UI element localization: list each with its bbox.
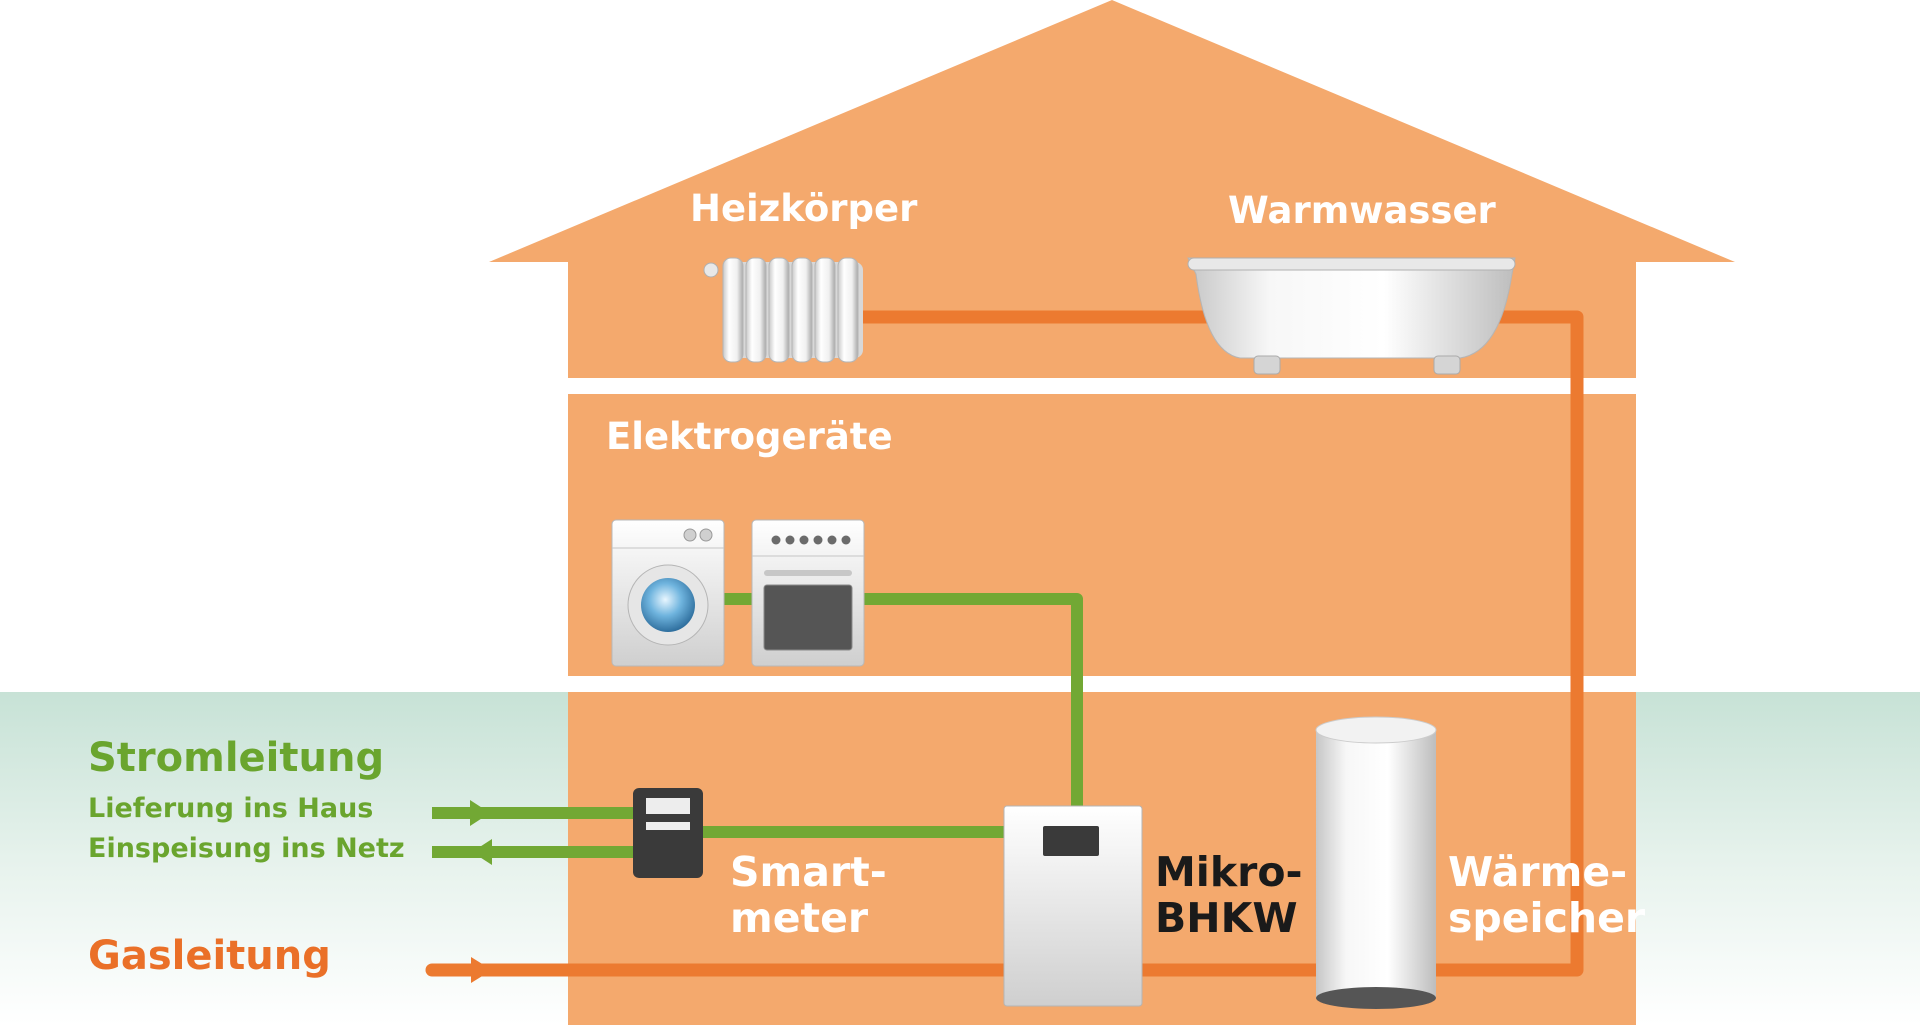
radiator-label: Heizkörper [690, 187, 918, 230]
micro-chp-unit-icon [1003, 805, 1143, 1007]
power-out-arrow-icon [472, 839, 492, 865]
house-floor-upper [568, 394, 1636, 676]
bathtub-icon [1187, 257, 1516, 375]
micro-chp-label: Mikro- BHKW [1155, 848, 1303, 942]
power-line-title: Stromleitung [88, 735, 385, 781]
power-out-label: Einspeisung ins Netz [88, 833, 405, 864]
washing-machine-icon [611, 519, 725, 667]
smart-meter-label: Smart- meter [730, 848, 887, 942]
appliances-label: Elektrogeräte [606, 415, 893, 458]
heat-storage-tank-icon [1315, 716, 1437, 1009]
smart-meter-label-line1: Smart- [730, 848, 887, 896]
heat-storage-label: Wärme- speicher [1448, 848, 1646, 942]
stove-icon [751, 519, 865, 667]
heat-storage-label-line1: Wärme- [1448, 848, 1628, 896]
gas-arrow-icon [471, 957, 492, 983]
heat-storage-label-line2: speicher [1448, 893, 1646, 942]
smart-meter-label-line2: meter [730, 893, 869, 942]
micro-chp-label-line1: Mikro- [1155, 848, 1303, 896]
gas-line-title: Gasleitung [88, 933, 331, 979]
power-in-label: Lieferung ins Haus [88, 793, 374, 824]
power-in-arrow-icon [470, 800, 490, 826]
radiator-icon [703, 257, 863, 363]
micro-chp-label-line2: BHKW [1155, 893, 1298, 942]
smart-meter-icon [633, 788, 703, 878]
hot-water-label: Warmwasser [1228, 189, 1496, 232]
